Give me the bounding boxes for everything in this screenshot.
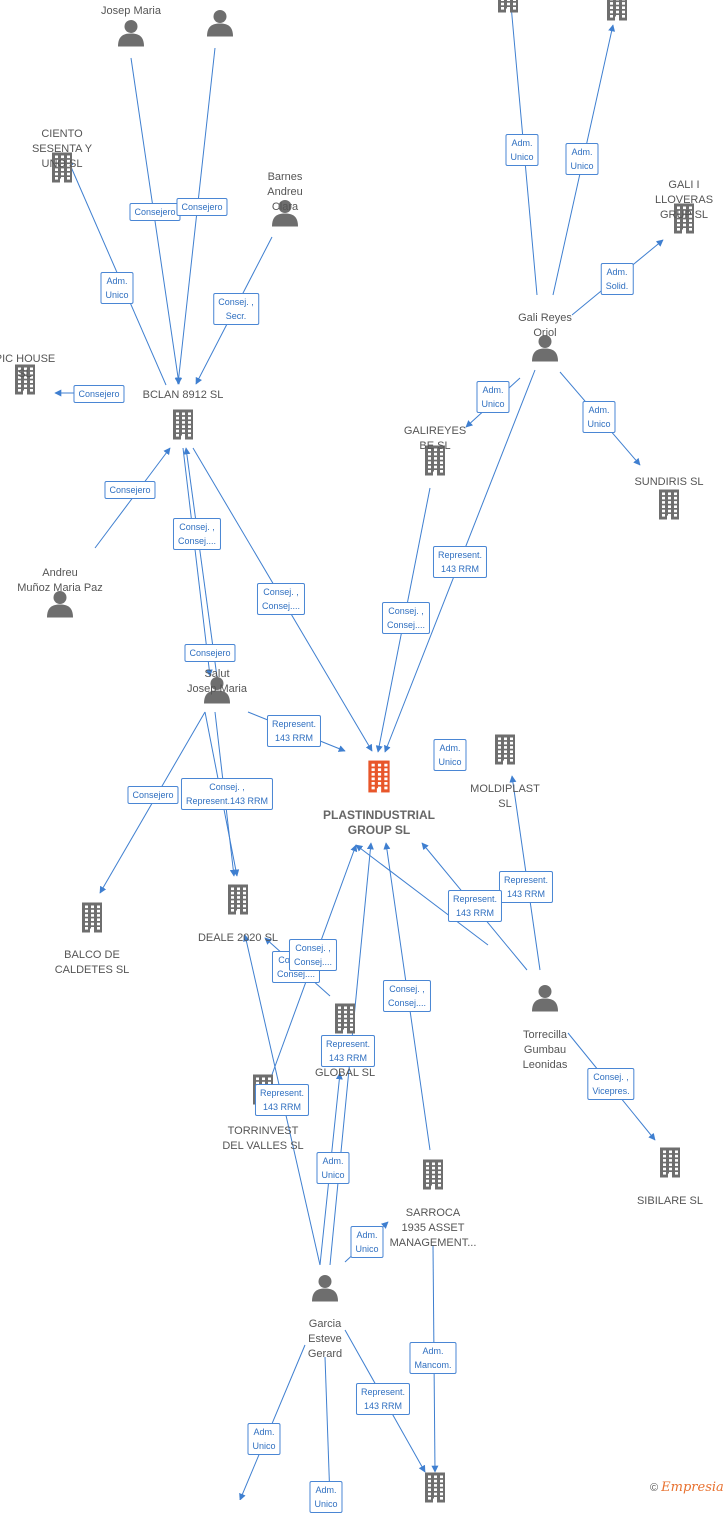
edge-label: Consejero: [127, 786, 178, 804]
edge-label: Adm. Unico: [100, 272, 133, 304]
person-icon[interactable]: [530, 983, 560, 1018]
edge-label: Adm. Unico: [309, 1481, 342, 1513]
node-label-plast[interactable]: PLASTINDUSTRIAL GROUP SL: [314, 808, 444, 838]
building-icon[interactable]: [170, 409, 196, 446]
edge-label: Represent. 143 RRM: [433, 546, 487, 578]
edge-line: [183, 448, 210, 676]
node-label-josep[interactable]: Josep Maria: [66, 4, 196, 19]
edge-line: [178, 48, 215, 384]
edge-label: Consej. , Consej....: [382, 602, 430, 634]
node-label-balco[interactable]: BALCO DE CALDETES SL: [27, 948, 157, 978]
node-label-deale[interactable]: DEALE 2020 SL: [173, 931, 303, 946]
edge-label: Represent. 143 RRM: [267, 715, 321, 747]
node-label-gali_lloveras[interactable]: GALI I LLOVERAS GRUP SL: [619, 178, 728, 223]
edge-label: Adm. Unico: [433, 739, 466, 771]
edge-line: [186, 448, 217, 677]
building-icon[interactable]: [420, 1159, 446, 1196]
edge-label: Consej. , Consej....: [257, 583, 305, 615]
edge-label: Adm. Unico: [582, 401, 615, 433]
edge-label: Represent. 143 RRM: [448, 890, 502, 922]
node-label-sibilare[interactable]: SIBILARE SL: [605, 1194, 728, 1209]
brand-logo: Empresia: [661, 1480, 724, 1495]
node-label-garcia[interactable]: Garcia Esteve Gerard: [260, 1317, 390, 1362]
edge-label: Consejero: [73, 385, 124, 403]
edge-label: Consej. , Consej....: [289, 939, 337, 971]
node-label-sarroca[interactable]: SARROCA 1935 ASSET MANAGEMENT...: [368, 1206, 498, 1251]
node-label-andreu_munoz[interactable]: Andreu Muñoz Maria Paz: [0, 566, 125, 596]
edge-label: Consej. , Consej....: [173, 518, 221, 550]
edge-label: Adm. Unico: [505, 134, 538, 166]
person-icon[interactable]: [116, 18, 146, 53]
node-label-torrinvest[interactable]: TORRINVEST DEL VALLES SL: [198, 1124, 328, 1154]
node-label-barnes_andreu[interactable]: Barnes Andreu Clara: [220, 170, 350, 215]
edge-label: Adm. Unico: [476, 381, 509, 413]
person-icon[interactable]: [310, 1273, 340, 1308]
node-label-pichouse[interactable]: PIC HOUSE SL: [0, 352, 90, 382]
building-icon[interactable]: [364, 760, 394, 799]
edge-label: Adm. Unico: [565, 143, 598, 175]
edge-label: Consejero: [184, 644, 235, 662]
edge-line: [325, 1357, 330, 1500]
edge-label: Adm. Unico: [350, 1226, 383, 1258]
edge-label: Consej. , Consej....: [383, 980, 431, 1012]
node-label-galireyes[interactable]: GALIREYES BE SL: [370, 424, 500, 454]
edge-label: Consejero: [129, 203, 180, 221]
edge-label: Adm. Unico: [316, 1152, 349, 1184]
edge-line: [131, 58, 179, 384]
credit: © Empresia: [650, 1480, 724, 1495]
node-label-moldiplast[interactable]: MOLDIPLAST SL: [440, 782, 570, 812]
node-label-sundiris[interactable]: SUNDIRIS SL: [604, 475, 728, 490]
edge-label: Consej. , Represent.143 RRM: [181, 778, 273, 810]
edge-label: Consej. , Secr.: [213, 293, 259, 325]
building-icon[interactable]: [225, 884, 251, 921]
building-icon[interactable]: [604, 0, 630, 27]
building-icon[interactable]: [656, 489, 682, 526]
building-icon[interactable]: [422, 1472, 448, 1509]
person-icon[interactable]: [205, 8, 235, 43]
node-label-bclan[interactable]: BCLAN 8912 SL: [118, 388, 248, 403]
building-icon[interactable]: [79, 902, 105, 939]
edge-label: Consej. , Vicepres.: [587, 1068, 634, 1100]
edge-label: Consejero: [176, 198, 227, 216]
edge-label: Represent. 143 RRM: [356, 1383, 410, 1415]
edge-label: Adm. Mancom.: [409, 1342, 456, 1374]
building-icon[interactable]: [492, 734, 518, 771]
edge-label: Adm. Unico: [247, 1423, 280, 1455]
edge-label: Represent. 143 RRM: [255, 1084, 309, 1116]
edge-label: Consejero: [104, 481, 155, 499]
building-icon[interactable]: [657, 1147, 683, 1184]
node-label-gali_reyes[interactable]: Gali Reyes Oriol: [480, 311, 610, 341]
node-label-torrecilla[interactable]: Torrecilla Gumbau Leonidas: [480, 1028, 610, 1073]
edge-label: Adm. Solid.: [601, 263, 634, 295]
building-icon[interactable]: [332, 1003, 358, 1040]
edge-label: Represent. 143 RRM: [321, 1035, 375, 1067]
edge-label: Represent. 143 RRM: [499, 871, 553, 903]
copyright-icon: ©: [650, 1482, 658, 1494]
building-icon[interactable]: [495, 0, 521, 19]
node-label-global[interactable]: GLOBAL SL: [280, 1066, 410, 1081]
node-label-ciento[interactable]: CIENTO SESENTA Y UNO SL: [0, 127, 127, 172]
